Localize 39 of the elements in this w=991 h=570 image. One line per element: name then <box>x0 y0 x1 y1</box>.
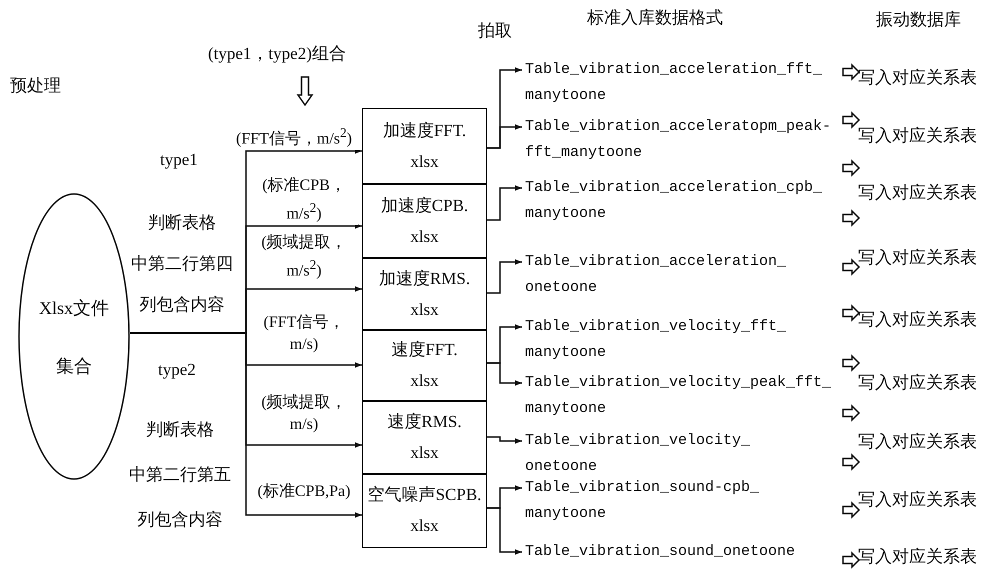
label-text: 写入对应关系表 <box>858 546 977 568</box>
label-text: 写入对应关系表 <box>858 125 977 147</box>
file-box: 速度RMS.xlsx <box>362 400 487 474</box>
table-name: Table_vibration_acceleration_onetoone <box>525 249 786 301</box>
column-heading: 振动数据库 <box>876 9 961 31</box>
column-heading: 拍取 <box>478 20 512 42</box>
table-name: Table_vibration_acceleration_cpb_manytoone <box>525 175 822 227</box>
table-name: Table_vibration_velocity_peak_fft_manytoone <box>525 370 832 422</box>
label-text: type2 <box>158 359 196 381</box>
file-box: 加速度CPB.xlsx <box>362 183 487 258</box>
arrow <box>487 124 522 149</box>
label-text: 写入对应关系表 <box>858 182 977 204</box>
arrow <box>130 332 362 518</box>
file-box: 加速度FFT.xlsx <box>362 108 487 184</box>
label-text: 判断表格中第二行第四列包含内容 <box>130 212 234 316</box>
table-name: Table_vibration_acceleration_fft_manytoone <box>525 57 822 109</box>
label-text: 判断表格中第二行第五列包含内容 <box>128 419 232 531</box>
label-text: type1 <box>160 149 198 171</box>
arrow <box>487 185 522 221</box>
file-box: 加速度RMS.xlsx <box>362 257 487 330</box>
table-name: Table_vibration_acceleratopm_peak-fft_manytoone <box>525 114 832 166</box>
label-text: 写入对应关系表 <box>858 431 977 453</box>
table-name: Table_vibration_sound_onetoone <box>525 539 796 565</box>
arrow <box>487 362 522 386</box>
arrow <box>487 436 522 444</box>
arrow <box>487 507 522 555</box>
table-name: Table_vibration_velocity_fft_manytoone <box>525 314 786 366</box>
label-text: 写入对应关系表 <box>858 309 977 331</box>
label-text: 写入对应关系表 <box>858 247 977 269</box>
label-text: 写入对应关系表 <box>858 67 977 89</box>
file-box: 空气噪声SCPB.xlsx <box>362 473 487 548</box>
file-box: 速度FFT.xlsx <box>362 329 487 402</box>
label-text: 写入对应关系表 <box>858 489 977 511</box>
label-text: 写入对应关系表 <box>858 372 977 394</box>
label-text: 预处理 <box>10 75 61 97</box>
arrow <box>487 259 522 294</box>
label-text: (type1，type2)组合 <box>208 43 346 65</box>
ellipse: Xlsx文件集合 <box>18 193 130 480</box>
column-heading: 标准入库数据格式 <box>587 7 723 29</box>
